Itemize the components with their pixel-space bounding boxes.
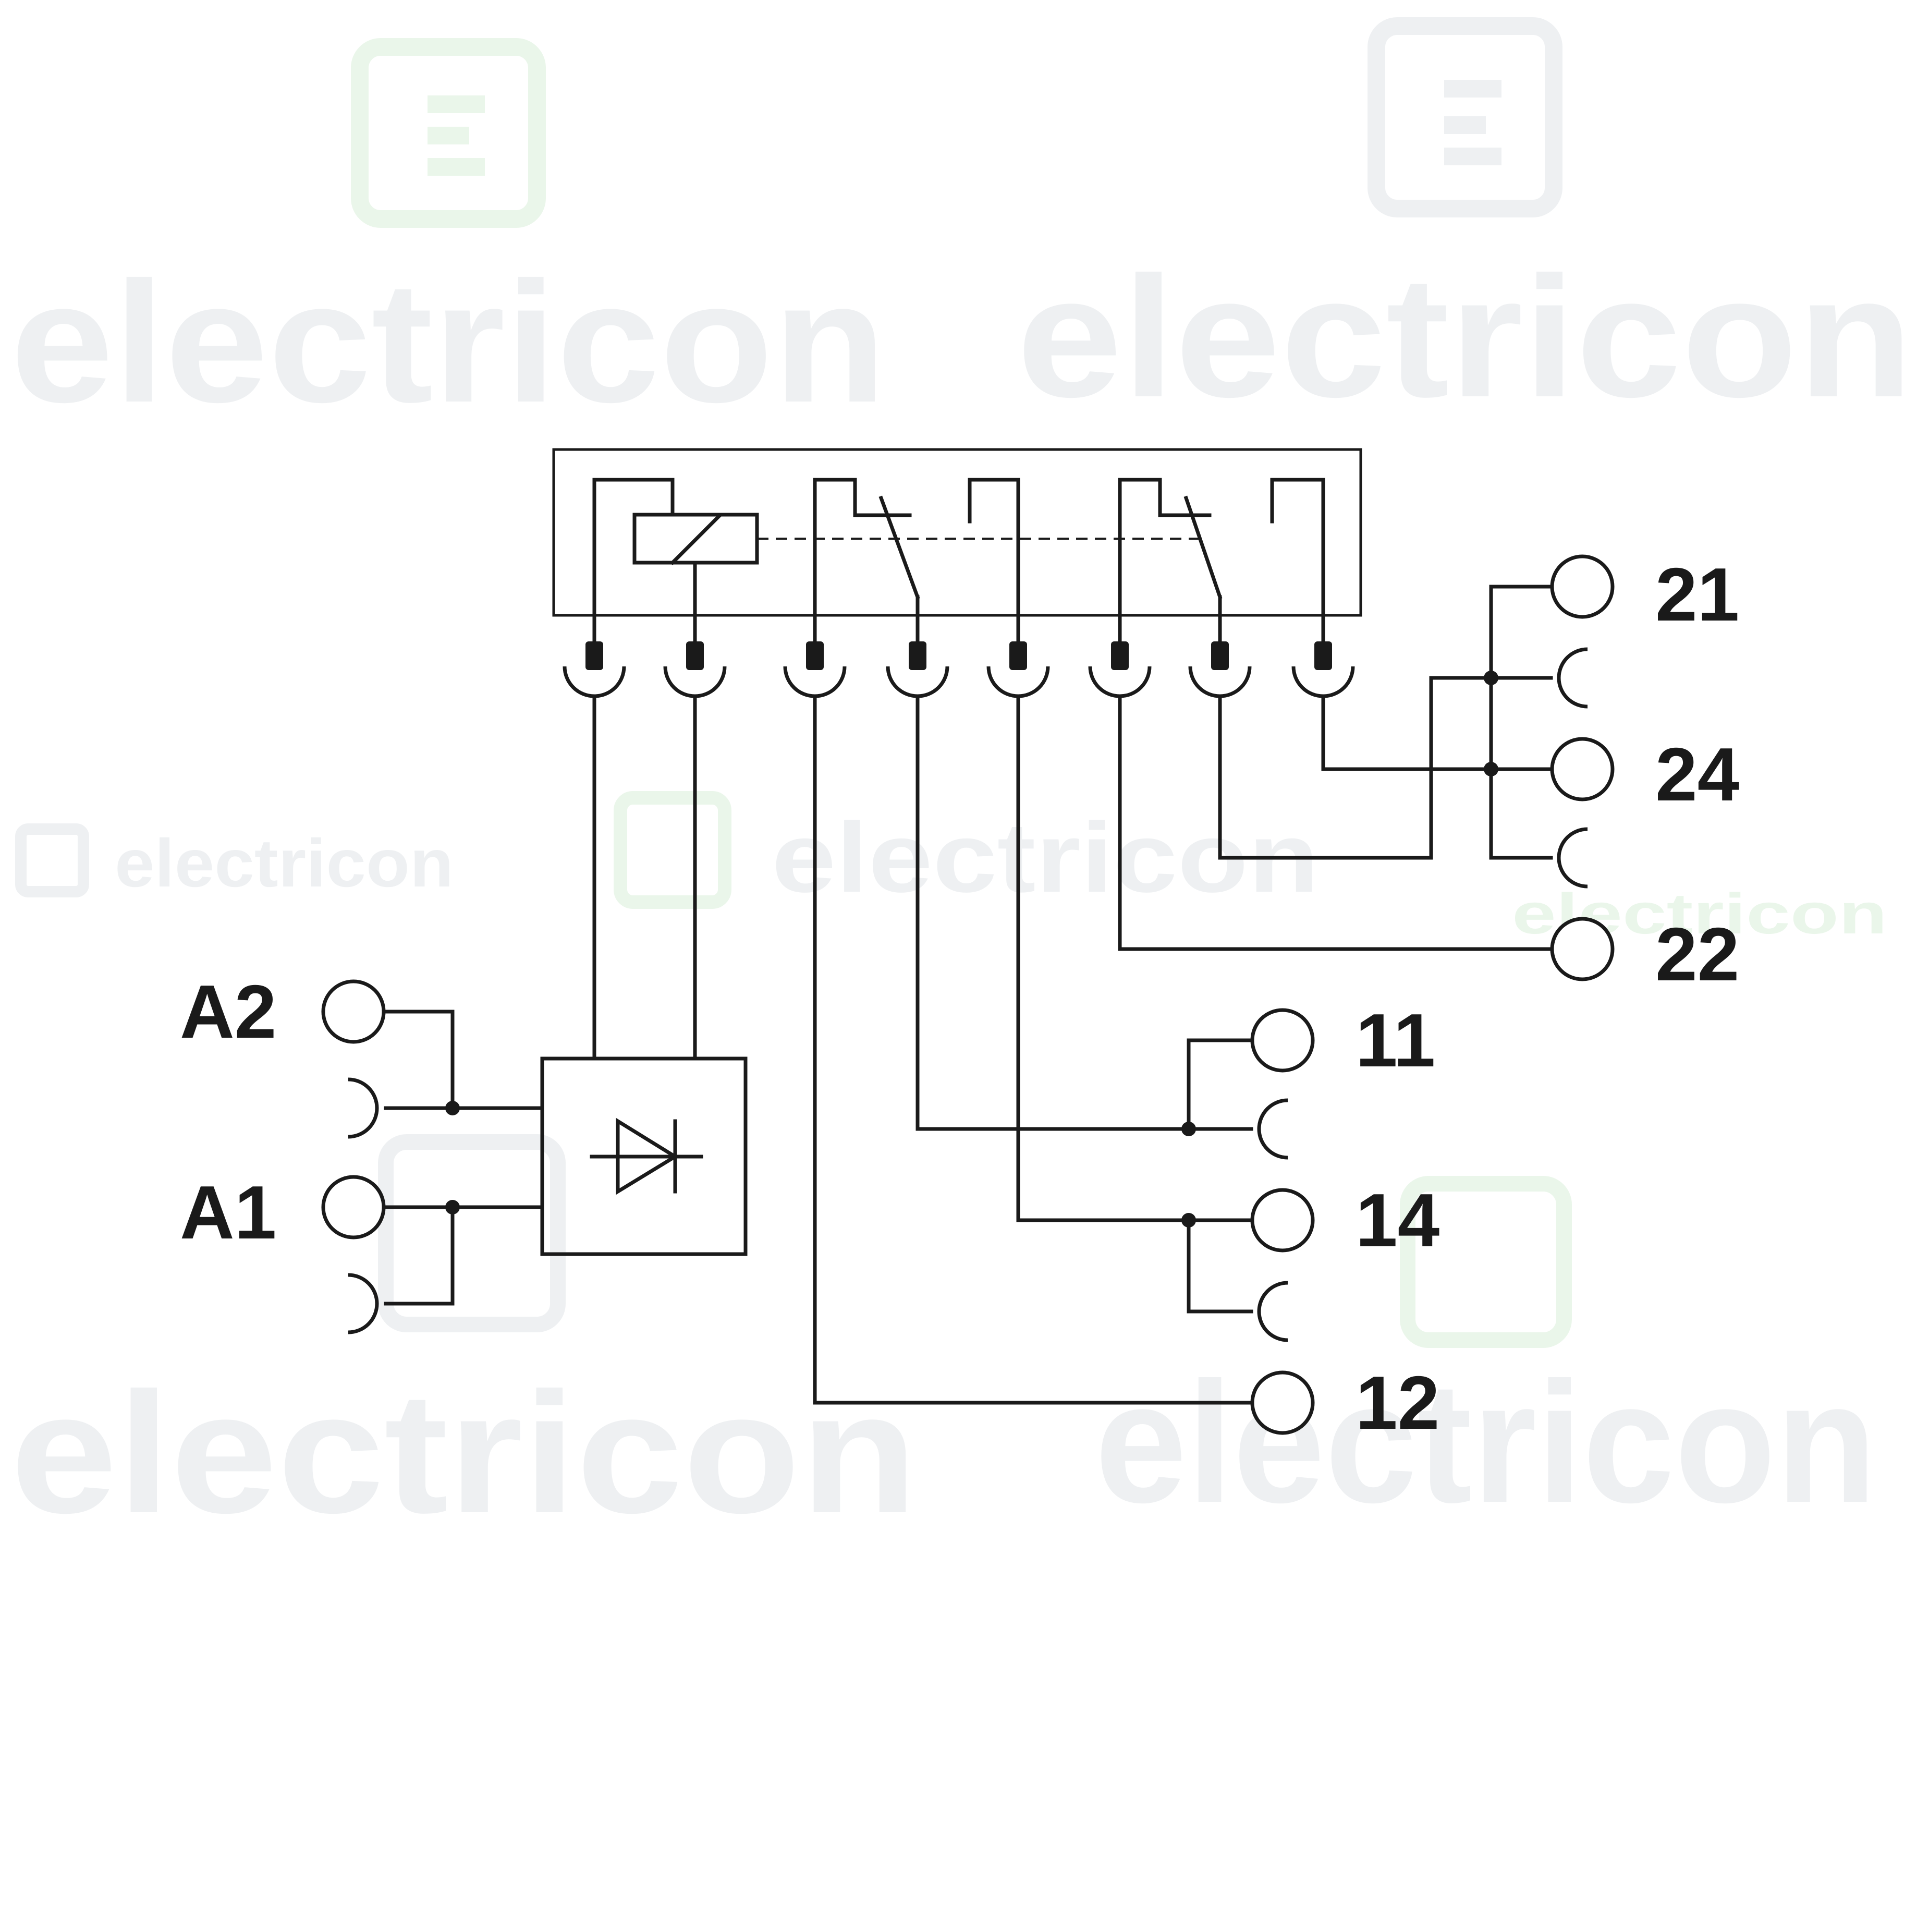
socket-pin-icon (1188, 641, 1252, 698)
label-22: 22 (1655, 912, 1739, 997)
socket-pin-icon (783, 641, 847, 698)
socket-pin-icon (886, 641, 949, 698)
socket-pin-icon (663, 641, 727, 698)
socket-pin-icon (563, 641, 626, 698)
label-21: 21 (1655, 552, 1739, 637)
watermark-logo-icon (351, 38, 546, 228)
watermark-logo-icon (1400, 1176, 1572, 1348)
watermark-logo-icon (378, 1134, 566, 1332)
watermark-layer: electricon electricon electricon electri… (10, 17, 1913, 1549)
terminal-22 (1550, 917, 1615, 981)
watermark-text: electricon (10, 246, 886, 438)
socket-pin-icon (986, 641, 1050, 698)
terminal-14 (1250, 1188, 1315, 1342)
terminal-12 (1250, 1370, 1315, 1435)
socket-pin-icon (1088, 641, 1152, 698)
watermark-text: electricon (10, 1356, 918, 1549)
watermark-text: electricon (115, 825, 454, 901)
socket-pin-icon (1291, 641, 1355, 698)
junction-dots (445, 671, 1498, 1228)
watermark-text: electricon (1095, 1346, 1877, 1538)
label-12: 12 (1356, 1360, 1439, 1445)
rectifier-module (540, 1056, 748, 1256)
changeover-contact-icon (1118, 478, 1325, 651)
relay-housing (552, 448, 1362, 617)
watermark-logo-icon (15, 823, 89, 897)
terminal-24 (1550, 737, 1615, 889)
terminal-21 (1550, 554, 1615, 709)
changeover-contact-icon (813, 478, 1020, 651)
label-a2: A2 (180, 969, 276, 1054)
watermark-logo-icon (614, 791, 731, 909)
label-a1: A1 (180, 1170, 276, 1255)
watermark-logo-icon (1368, 17, 1562, 217)
label-11: 11 (1356, 998, 1435, 1083)
watermark-text: electricon (1017, 240, 1913, 433)
terminal-a2 (321, 979, 386, 1139)
label-14: 14 (1356, 1178, 1439, 1262)
label-24: 24 (1655, 732, 1739, 817)
terminal-a1 (321, 1175, 386, 1334)
relay-coil-icon (592, 478, 759, 651)
terminal-11 (1250, 1008, 1315, 1160)
socket-pin-row (563, 641, 1355, 698)
rectifier-diode-icon (590, 1117, 703, 1195)
